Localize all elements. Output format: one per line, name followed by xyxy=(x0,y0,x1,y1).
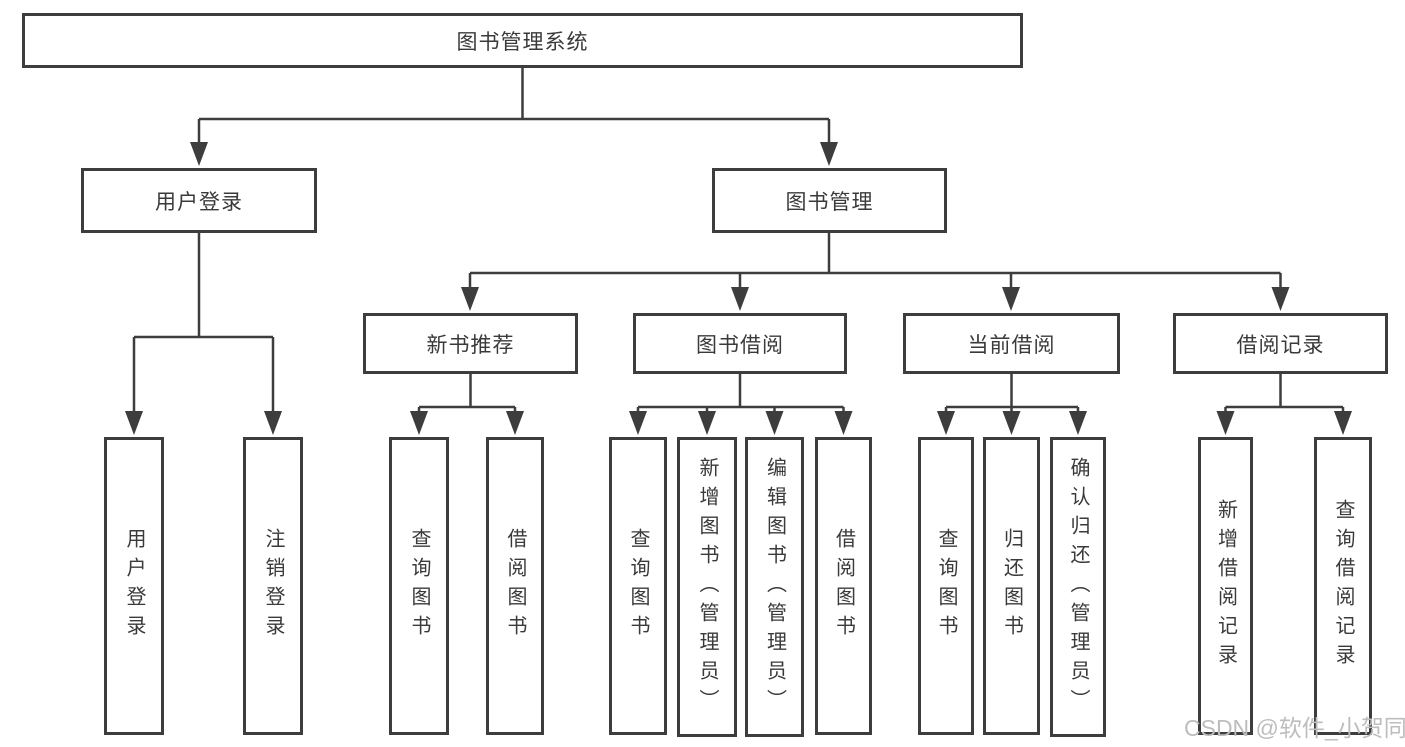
leaf-recommend-query-books-label: 查询图书 xyxy=(408,528,430,644)
leaf-recommend-borrow-books: 借阅图书 xyxy=(486,437,544,735)
leaf-current-query-books-label: 查询图书 xyxy=(935,528,957,644)
connector-book-borrow xyxy=(629,373,853,435)
node-borrow-records-label: 借阅记录 xyxy=(1236,333,1325,357)
leaf-logout-label: 注销登录 xyxy=(262,528,284,644)
leaf-logout: 注销登录 xyxy=(243,437,303,735)
node-user-login-label: 用户登录 xyxy=(155,190,243,214)
leaf-borrow-add-books-admin-label: 新增图书（管理员） xyxy=(696,456,718,718)
connector-root xyxy=(190,68,838,166)
leaf-records-add-record: 新增借阅记录 xyxy=(1198,437,1253,735)
leaf-records-query-record-label: 查询借阅记录 xyxy=(1332,499,1354,673)
leaf-recommend-borrow-books-label: 借阅图书 xyxy=(504,528,526,644)
node-new-book-recommend: 新书推荐 xyxy=(363,313,578,374)
connector-new-book-recommend xyxy=(410,373,524,435)
node-borrow-records: 借阅记录 xyxy=(1173,313,1388,374)
leaf-borrow-borrow-books-label: 借阅图书 xyxy=(832,528,855,644)
leaf-current-return-books: 归还图书 xyxy=(983,437,1040,735)
connector-borrow-records xyxy=(1216,373,1352,435)
node-book-management-label: 图书管理 xyxy=(785,190,874,214)
leaf-borrow-add-books-admin: 新增图书（管理员） xyxy=(677,437,737,737)
leaf-recommend-query-books: 查询图书 xyxy=(389,437,449,735)
node-current-borrow-label: 当前借阅 xyxy=(967,333,1056,357)
connector-user-login xyxy=(125,233,282,435)
node-new-book-recommend-label: 新书推荐 xyxy=(426,333,515,357)
node-book-management: 图书管理 xyxy=(712,168,947,233)
leaf-borrow-edit-books-admin: 编辑图书（管理员） xyxy=(745,437,804,737)
leaf-current-confirm-return-admin: 确认归还（管理员） xyxy=(1050,437,1106,737)
node-book-borrow: 图书借阅 xyxy=(633,313,847,374)
leaf-current-confirm-return-admin-label: 确认归还（管理员） xyxy=(1067,456,1089,718)
node-current-borrow: 当前借阅 xyxy=(903,313,1120,374)
csdn-watermark: CSDN @软件_小贺同学 xyxy=(1184,715,1405,741)
leaf-records-query-record: 查询借阅记录 xyxy=(1314,437,1372,735)
leaf-borrow-query-books: 查询图书 xyxy=(609,437,667,735)
leaf-current-return-books-label: 归还图书 xyxy=(1000,528,1023,644)
leaf-records-add-record-label: 新增借阅记录 xyxy=(1214,499,1237,673)
leaf-borrow-query-books-label: 查询图书 xyxy=(627,528,649,644)
leaf-current-query-books: 查询图书 xyxy=(918,437,974,735)
leaf-user-login: 用户登录 xyxy=(104,437,164,735)
node-root-label: 图书管理系统 xyxy=(456,30,589,54)
leaf-borrow-borrow-books: 借阅图书 xyxy=(815,437,872,735)
node-book-borrow-label: 图书借阅 xyxy=(696,333,784,357)
node-user-login: 用户登录 xyxy=(81,168,317,233)
connector-book-management xyxy=(461,233,1290,311)
leaf-borrow-edit-books-admin-label: 编辑图书（管理员） xyxy=(763,456,786,718)
leaf-user-login-label: 用户登录 xyxy=(123,528,145,644)
connector-current-borrow xyxy=(937,373,1087,435)
node-root: 图书管理系统 xyxy=(22,13,1023,68)
